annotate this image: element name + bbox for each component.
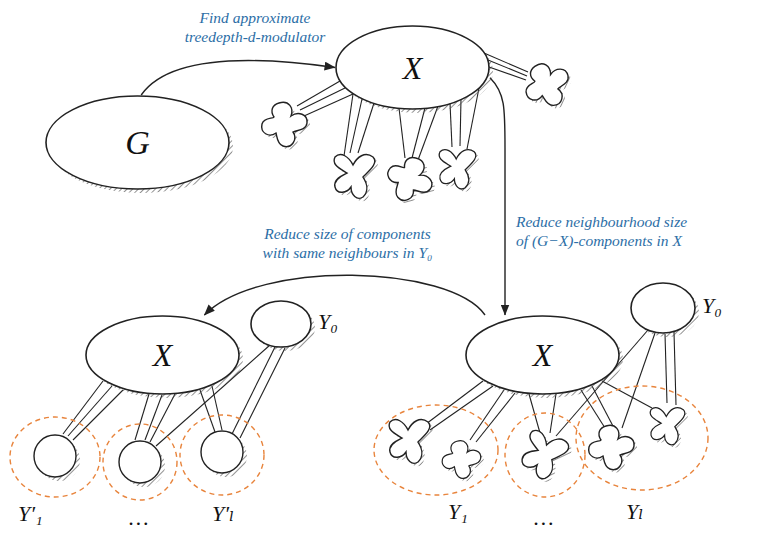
- step-label: Reduce size of components with same neig…: [255, 224, 440, 263]
- component-blob: [262, 102, 307, 146]
- link-line: [150, 394, 175, 442]
- ellipse-node: X: [335, 25, 490, 110]
- ellipse-border: [466, 316, 619, 394]
- link-line: [674, 332, 676, 405]
- component-blob: [518, 56, 576, 113]
- link-line: [399, 108, 405, 158]
- link-line: [145, 395, 162, 440]
- set-label: …: [534, 506, 554, 530]
- link-line: [297, 81, 340, 106]
- link-line: [602, 381, 652, 408]
- component-blob: [589, 425, 634, 469]
- component-blob: [379, 149, 440, 210]
- set-label: …: [129, 506, 149, 530]
- component-blob: [389, 420, 430, 464]
- link-line: [135, 394, 149, 440]
- link-line: [665, 334, 667, 403]
- node-label: X: [533, 339, 553, 371]
- link-line: [430, 386, 493, 430]
- node-label: X: [153, 339, 173, 371]
- ellipse-node: Y₀: [630, 282, 696, 334]
- ellipse-border: [46, 96, 229, 189]
- link-line: [240, 348, 285, 438]
- component-blob: [517, 429, 570, 484]
- set-label: Y₀: [318, 311, 338, 333]
- group-outline: [576, 386, 708, 490]
- link-line: [450, 103, 452, 147]
- link-line: [460, 99, 461, 146]
- group-outline: [103, 424, 177, 500]
- set-label: Y₁: [448, 500, 468, 524]
- set-label: Yₗ: [626, 500, 644, 524]
- ellipse-border: [336, 26, 489, 109]
- arrow-connector: [204, 275, 485, 315]
- group-outline: [180, 415, 264, 495]
- ellipse-border: [251, 301, 311, 347]
- step-label: Reduce neighbourhood size of (G−X)-compo…: [516, 212, 688, 251]
- link-line: [529, 394, 540, 433]
- ellipse-outline: [630, 282, 696, 334]
- set-label: Y′₁: [18, 502, 43, 526]
- small-component: [34, 435, 76, 477]
- link-line: [470, 390, 504, 440]
- node-label: G: [125, 126, 150, 160]
- link-line: [68, 386, 112, 436]
- component-blob: [334, 155, 375, 199]
- link-line: [488, 60, 527, 76]
- small-component: [201, 431, 243, 473]
- component-blob: [650, 408, 685, 445]
- link-line: [344, 94, 353, 156]
- component-blob: [442, 441, 481, 479]
- link-line: [358, 103, 374, 153]
- ellipse-border: [86, 316, 239, 394]
- component-blob: [439, 150, 476, 189]
- set-label: Y′ₗ: [212, 502, 234, 526]
- link-line: [63, 381, 103, 434]
- small-component: [119, 441, 161, 483]
- group-outline: [374, 405, 498, 495]
- ellipse-outline: [250, 300, 312, 348]
- group-outline: [505, 413, 585, 497]
- ellipse-node: Y₀: [250, 300, 312, 348]
- step-label: Find approximate treedepth-d-modulator: [175, 8, 335, 47]
- link-line: [476, 393, 515, 442]
- node-label: X: [403, 52, 423, 84]
- ellipse-node: X: [85, 315, 240, 395]
- link-line: [418, 106, 438, 160]
- ellipse-node: G: [45, 95, 230, 190]
- arrow-connector: [490, 78, 505, 315]
- link-line: [581, 390, 605, 428]
- set-label: Y₀: [702, 295, 722, 317]
- ellipse-border: [631, 283, 695, 333]
- link-line: [73, 390, 123, 440]
- group-outline: [10, 417, 100, 497]
- link-line: [412, 108, 425, 158]
- ellipse-node: X: [465, 315, 620, 395]
- link-line: [426, 381, 483, 424]
- arrow-connector: [141, 61, 335, 95]
